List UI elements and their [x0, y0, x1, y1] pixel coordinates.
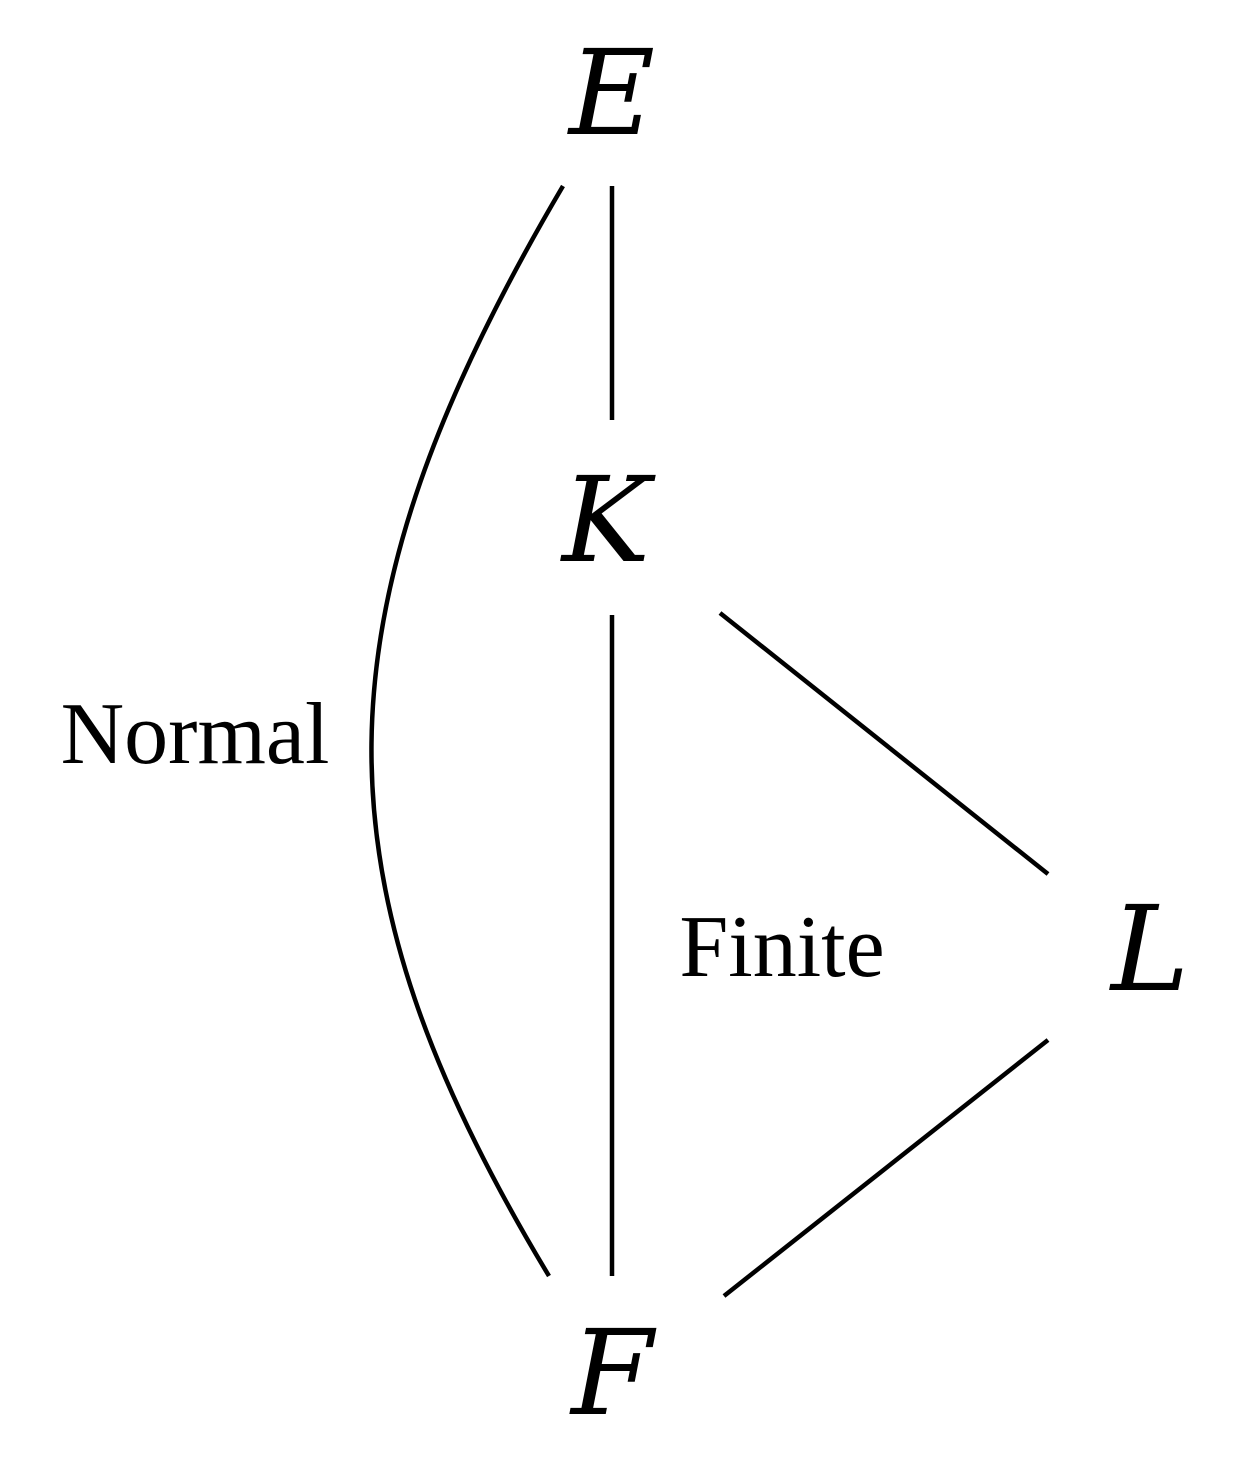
node-e-label: E	[567, 24, 655, 162]
node-l-label: L	[1109, 880, 1189, 1018]
edge-l-f	[722, 1038, 1050, 1298]
edge-label-finite: Finite	[679, 899, 884, 996]
node-k-label: K	[560, 451, 656, 589]
edge-k-l	[718, 611, 1050, 876]
edge-e-f-curved	[369, 184, 565, 1278]
node-f-label: F	[569, 1304, 657, 1442]
edge-label-normal: Normal	[61, 686, 330, 783]
